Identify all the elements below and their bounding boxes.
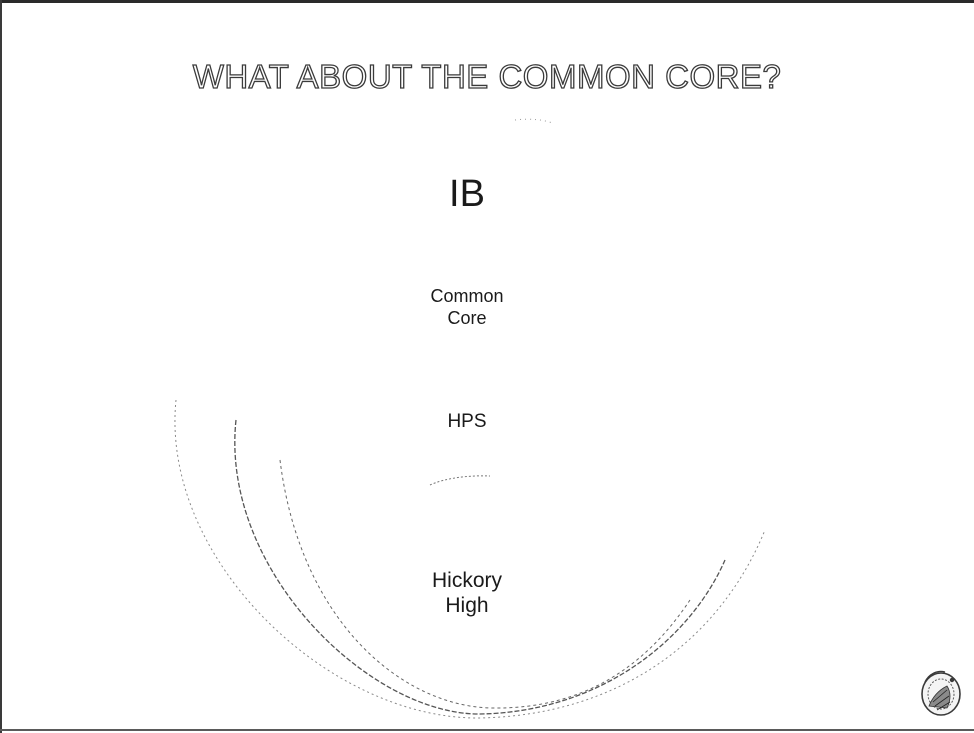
level-line: Hickory <box>431 569 502 592</box>
level-line: Common <box>430 286 504 306</box>
level-label-hps: HPS <box>0 411 934 434</box>
school-seal-icon <box>921 670 961 716</box>
slide-title: WHAT ABOUT THE COMMON CORE? <box>192 57 782 95</box>
circle-third <box>279 459 691 709</box>
level-label-ib: IB <box>0 172 934 218</box>
frame-left-border <box>0 0 2 733</box>
level-label-hickory-high: Hickory High <box>0 568 934 618</box>
level-label-common-core: Common Core <box>0 286 934 329</box>
circle-top-hint <box>514 118 553 124</box>
circle-inner-hint <box>429 475 491 486</box>
level-line: High <box>445 594 489 618</box>
circle-outer <box>174 399 766 719</box>
level-line: Core <box>447 307 487 328</box>
level-line: IB <box>449 173 485 215</box>
circle-second <box>234 419 726 715</box>
frame-top-border <box>0 0 974 3</box>
level-line: HPS <box>447 411 487 432</box>
frame-bottom-border <box>0 729 974 731</box>
